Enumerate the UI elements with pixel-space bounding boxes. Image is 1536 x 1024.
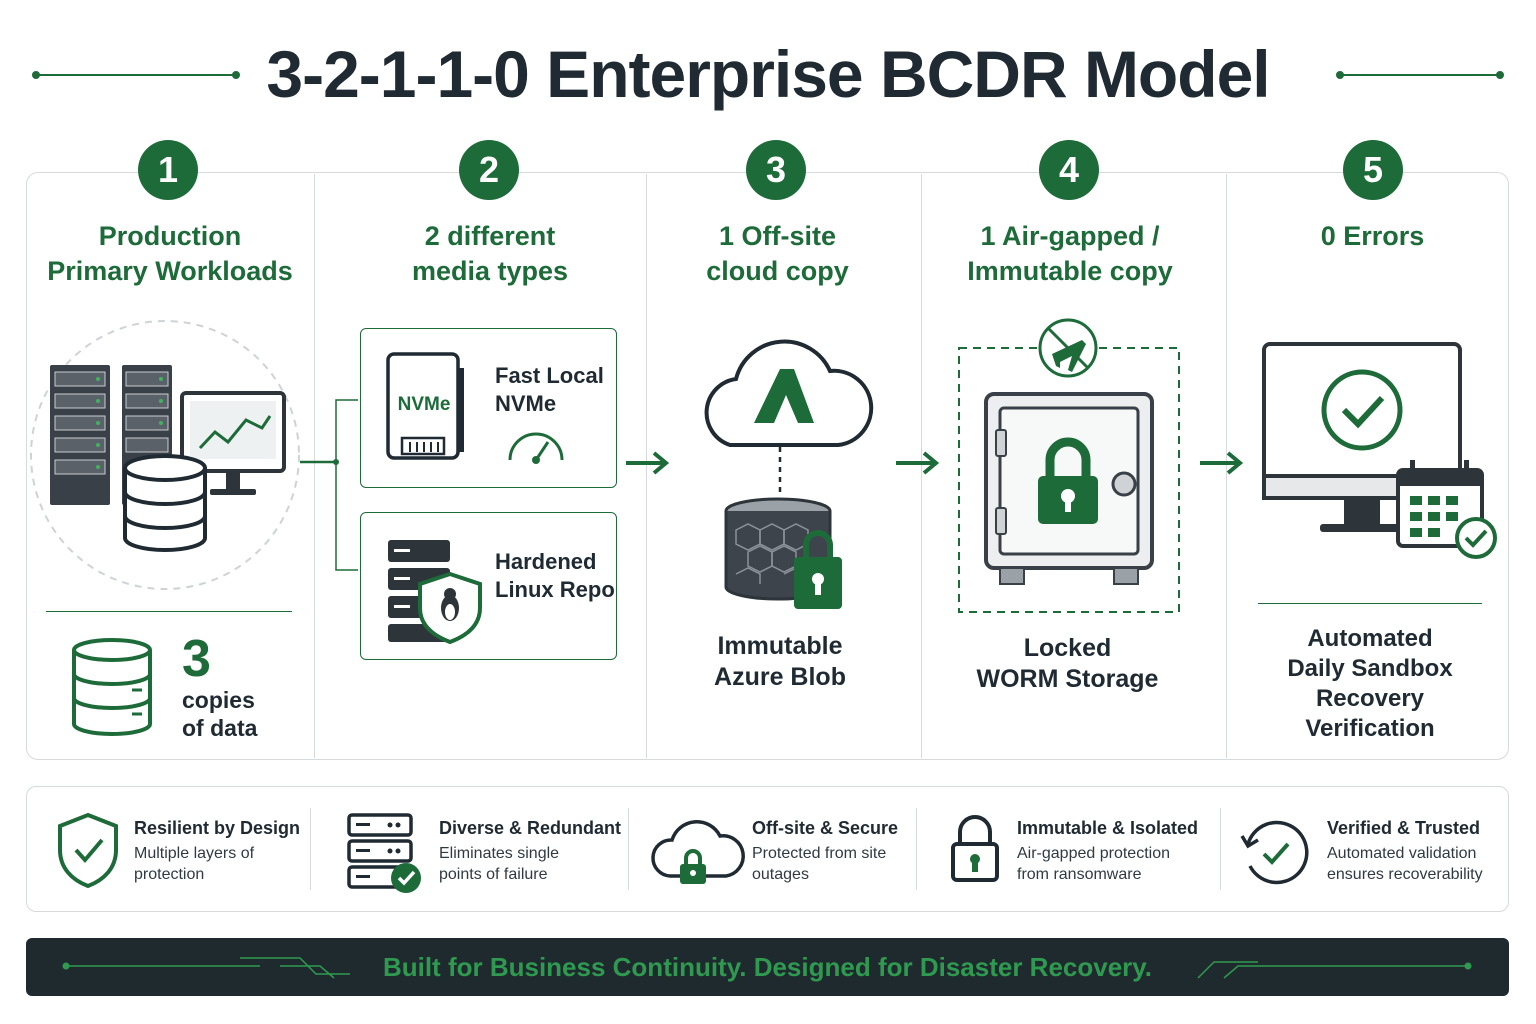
server-check-icon	[347, 813, 421, 893]
feature-divider	[1220, 808, 1221, 890]
copies-rule	[46, 611, 292, 612]
copies-count: 3	[182, 630, 211, 688]
feature-title: Verified & Trusted	[1327, 818, 1481, 838]
caption-azure-blob: Immutable Azure Blob	[714, 632, 846, 691]
column-divider	[646, 174, 647, 758]
step-badge-1: 1	[138, 140, 198, 200]
media-label-nvme: Fast Local NVMe	[495, 363, 604, 416]
footer-tagline: Built for Business Continuity. Designed …	[382, 952, 1153, 982]
feature-desc: Air-gapped protection from ransomware	[1017, 845, 1170, 883]
shield-check-icon	[58, 812, 118, 889]
cloud-lock-icon	[651, 820, 745, 884]
caption-worm-storage: Locked WORM Storage	[976, 634, 1159, 693]
step-badge-3: 3	[746, 140, 806, 200]
arrow-right-icon	[1200, 451, 1244, 475]
feature-desc: Automated validation ensures recoverabil…	[1327, 845, 1483, 883]
speed-gauge-icon	[508, 432, 564, 464]
media-label-linux: Hardened Linux Repo	[495, 549, 615, 602]
feature-desc: Protected from site outages	[752, 845, 887, 883]
title-right-rule	[1336, 71, 1504, 79]
feature-title: Immutable & Isolated	[1017, 818, 1199, 838]
column-title-airgap: 1 Air-gapped / Immutable copy	[967, 221, 1173, 286]
title-left-rule	[32, 71, 240, 79]
circuit-trace-right	[1197, 961, 1472, 979]
column-title-media: 2 different media types	[411, 221, 569, 286]
column-divider	[314, 174, 315, 758]
column-title-production: Production Primary Workloads	[47, 221, 293, 286]
branch-connector	[300, 399, 358, 571]
circuit-trace-left	[62, 957, 350, 979]
feature-divider	[628, 808, 629, 890]
page-title: 3-2-1-1-0 Enterprise BCDR Model	[266, 37, 1270, 111]
feature-desc: Multiple layers of protection	[134, 845, 255, 883]
feature-title: Off-site & Secure	[752, 818, 899, 838]
nvme-chip-text: NVMe	[398, 394, 451, 415]
feature-desc: Eliminates single points of failure	[439, 845, 560, 883]
azure-cloud-icon	[704, 339, 874, 609]
worm-vault-icon	[958, 318, 1180, 613]
copies-label: copies of data	[182, 687, 258, 741]
feature-panel	[26, 786, 1509, 912]
database-icon	[72, 638, 152, 736]
verification-monitor-icon	[1262, 342, 1497, 559]
verification-rule	[1258, 603, 1482, 604]
title-row: 3-2-1-1-0 Enterprise BCDR Model	[0, 36, 1536, 116]
arrow-right-icon	[896, 451, 940, 475]
feature-title: Resilient by Design	[134, 818, 301, 838]
column-divider	[921, 174, 922, 758]
refresh-check-icon	[1240, 820, 1309, 885]
nvme-drive-icon: NVMe	[386, 352, 464, 460]
footer-banner: Built for Business Continuity. Designed …	[26, 938, 1509, 996]
feature-title: Diverse & Redundant	[439, 818, 622, 838]
feature-divider	[310, 808, 311, 890]
column-divider	[1226, 174, 1227, 758]
production-workloads-icon	[30, 320, 300, 590]
feature-divider	[916, 808, 917, 890]
column-title-offsite: 1 Off-site cloud copy	[706, 221, 849, 286]
step-badge-5: 5	[1343, 140, 1403, 200]
arrow-right-icon	[626, 451, 670, 475]
step-badge-4: 4	[1039, 140, 1099, 200]
padlock-icon	[951, 815, 999, 882]
column-title-errors: 0 Errors	[1320, 221, 1425, 251]
caption-sandbox-verification: Automated Daily Sandbox Recovery Verific…	[1287, 625, 1453, 742]
step-badge-2: 2	[459, 140, 519, 200]
linux-server-shield-icon	[388, 540, 482, 645]
